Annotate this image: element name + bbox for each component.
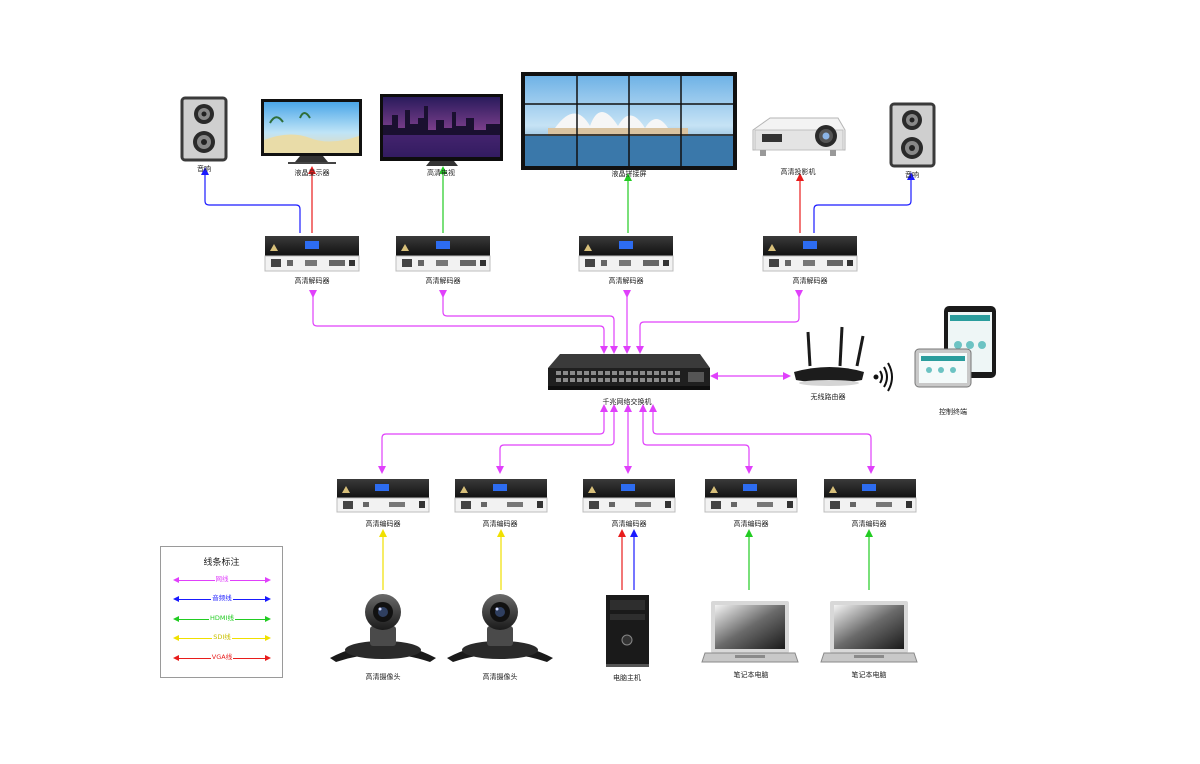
label-lcd-display: 液晶显示器 [294,169,330,177]
laptop-2-icon [820,601,918,663]
legend-row-network: 网线 [173,574,271,586]
label-decoder-3: 高清解码器 [608,277,644,285]
label-decoder-2: 高清解码器 [425,277,461,285]
speaker-left-icon [180,96,228,162]
legend-row-sdi: SDI线 [173,632,271,644]
tablet-small-icon [914,348,972,388]
projector-icon [752,117,846,156]
legend-label-network: 网线 [214,575,230,583]
label-encoder-5: 高清编码器 [851,520,887,528]
decoder-4-icon [762,236,858,272]
label-decoder-1: 高清解码器 [294,277,330,285]
legend-label-hdmi: HDMI线 [209,614,235,622]
decoder-1-icon [264,236,360,272]
encoder-1-icon [336,479,430,513]
label-switch: 千兆网络交换机 [602,398,652,406]
label-encoder-1: 高清编码器 [365,520,401,528]
label-encoder-2: 高清编码器 [482,520,518,528]
legend-row-hdmi: HDMI线 [173,613,271,625]
decoder-3-icon [578,236,674,272]
label-encoder-3: 高清编码器 [611,520,647,528]
net-line-encoder-2 [499,408,615,470]
speaker-right-icon [889,102,936,168]
label-laptop-2: 笔记本电脑 [851,671,887,679]
legend-title: 线条标注 [203,558,240,568]
label-speaker-left: 音响 [197,165,211,173]
label-hd-tv: 高清电视 [427,169,455,177]
net-line-encoder-5 [652,408,872,470]
encoder-5-icon [823,479,917,513]
label-decoder-4: 高清解码器 [792,277,828,285]
label-encoder-4: 高清编码器 [733,520,769,528]
decoder-2-icon [395,236,491,272]
wifi-signal-icon [873,362,893,392]
audio-line-left [204,172,301,233]
router-icon [794,326,865,386]
label-camera-1: 高清摄像头 [365,673,401,681]
net-line-decoder-4 [639,294,800,350]
label-pc-host: 电脑主机 [613,674,641,682]
label-speaker-right: 音响 [905,171,919,179]
pc-tower-icon [606,595,649,667]
audio-line-right [813,177,912,233]
encoder-4-icon [704,479,798,513]
legend-label-sdi: SDI线 [212,633,232,641]
label-control-terminal: 控制终端 [939,408,967,416]
legend-label-audio: 音频线 [211,594,233,602]
arrowheads [201,166,915,537]
legend-row-vga: VGA线 [173,652,271,664]
label-video-wall: 液晶拼接屏 [611,170,647,178]
encoder-2-icon [454,479,548,513]
line-legend: 线条标注 网线 音频线 HDMI线 SDI线 VGA线 [160,546,283,678]
label-router: 无线路由器 [810,393,846,401]
net-line-encoder-1 [381,408,605,470]
legend-row-audio: 音频线 [173,593,271,605]
encoder-3-icon [582,479,676,513]
camera-1-icon [330,594,436,662]
net-line-encoder-4 [642,408,750,470]
lcd-display-icon [261,99,362,164]
label-projector: 高清投影机 [780,168,816,176]
net-line-decoder-2 [442,294,615,350]
connection-lines [204,171,912,590]
laptop-1-icon [701,601,799,663]
label-camera-2: 高清摄像头 [482,673,518,681]
network-switch-icon [548,354,710,390]
hd-tv-icon [380,94,503,166]
camera-2-icon [447,594,553,662]
video-wall-icon [521,72,737,170]
net-line-decoder-1 [312,294,605,350]
legend-label-vga: VGA线 [210,653,234,661]
label-laptop-1: 笔记本电脑 [733,671,769,679]
